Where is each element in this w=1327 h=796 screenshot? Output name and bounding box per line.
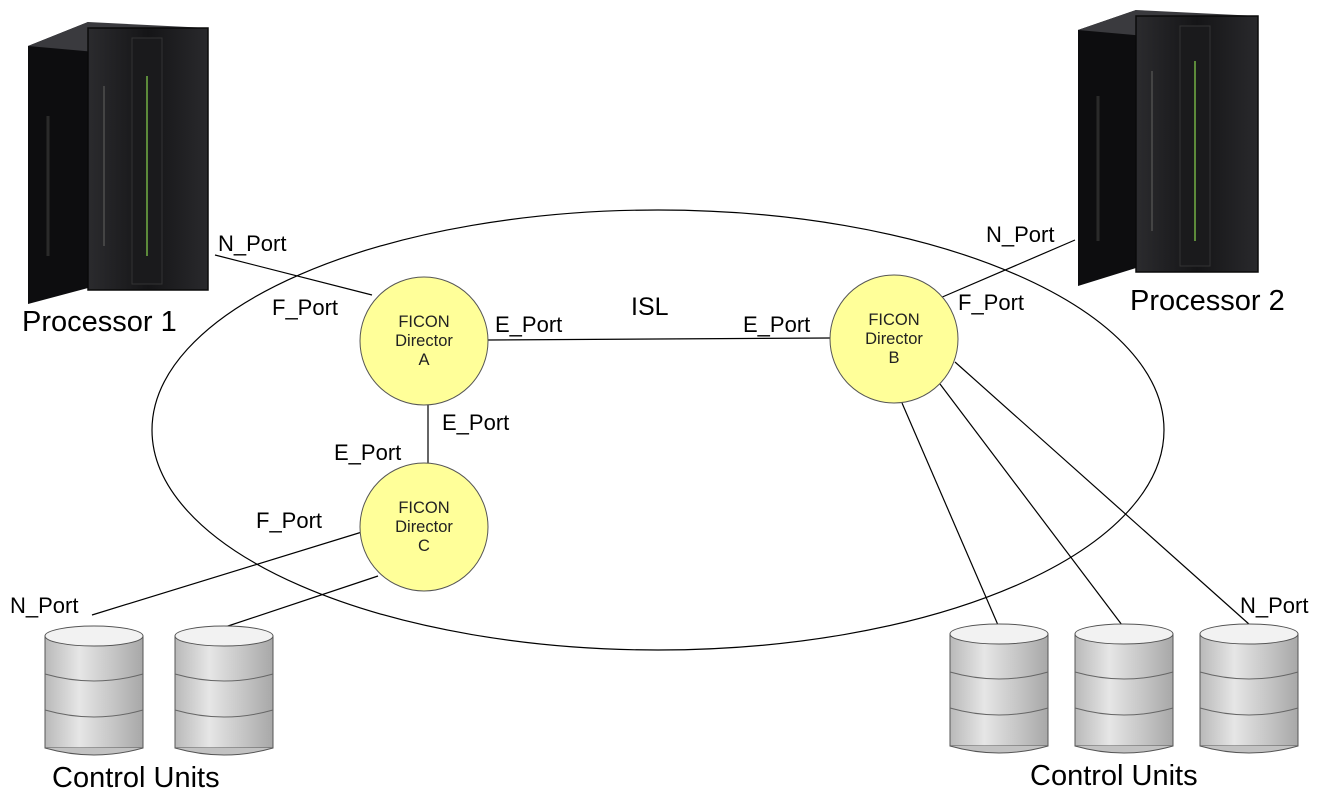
processor-2-label: Processor 2 bbox=[1130, 285, 1285, 317]
link-director-b-control-unit-4 bbox=[939, 383, 1123, 626]
disk-storage-icon bbox=[1199, 623, 1299, 754]
e-port-director-a-bottom-label: E_Port bbox=[442, 410, 510, 435]
f-port-director-a-label: F_Port bbox=[272, 295, 339, 320]
director-b-label: FICON Director B bbox=[865, 311, 923, 367]
control-units-right-label: Control Units bbox=[1030, 760, 1198, 792]
director-a-label: FICON Director A bbox=[395, 313, 453, 369]
disk-storage-icon bbox=[1074, 623, 1174, 754]
n-port-control-unit-left-label: N_Port bbox=[10, 593, 79, 618]
f-port-director-c-label: F_Port bbox=[256, 508, 323, 533]
e-port-director-c-top-label: E_Port bbox=[334, 440, 402, 465]
mainframe-server-icon bbox=[1078, 10, 1259, 286]
director-c-label: FICON Director C bbox=[395, 499, 453, 555]
director-b-node bbox=[829, 274, 959, 404]
link-director-c-control-unit-1 bbox=[91, 531, 363, 616]
fabric-ellipse bbox=[151, 209, 1165, 651]
link-isl bbox=[487, 337, 831, 341]
disk-storage-icon bbox=[949, 623, 1049, 754]
link-director-b-control-unit-5 bbox=[954, 361, 1251, 626]
director-a-node bbox=[359, 276, 489, 406]
disk-storage-icon bbox=[174, 625, 274, 756]
link-director-c-control-unit-2 bbox=[221, 575, 379, 629]
director-c-node bbox=[359, 462, 489, 592]
processor-1-label: Processor 1 bbox=[22, 306, 177, 338]
f-port-director-b-label: F_Port bbox=[958, 290, 1025, 315]
n-port-control-unit-right-label: N_Port bbox=[1240, 593, 1309, 618]
disk-storage-icon bbox=[44, 625, 144, 756]
link-processor1-director-a bbox=[214, 254, 373, 296]
n-port-processor-2-label: N_Port bbox=[986, 222, 1055, 247]
control-units-left-label: Control Units bbox=[52, 762, 220, 794]
mainframe-server-icon bbox=[28, 22, 209, 304]
link-director-b-control-unit-3 bbox=[901, 402, 999, 626]
e-port-director-a-right-label: E_Port bbox=[495, 312, 563, 337]
n-port-processor-1-label: N_Port bbox=[218, 231, 287, 256]
isl-label: ISL bbox=[631, 293, 669, 321]
link-processor2-director-b bbox=[939, 239, 1076, 299]
e-port-director-b-left-label: E_Port bbox=[743, 312, 811, 337]
